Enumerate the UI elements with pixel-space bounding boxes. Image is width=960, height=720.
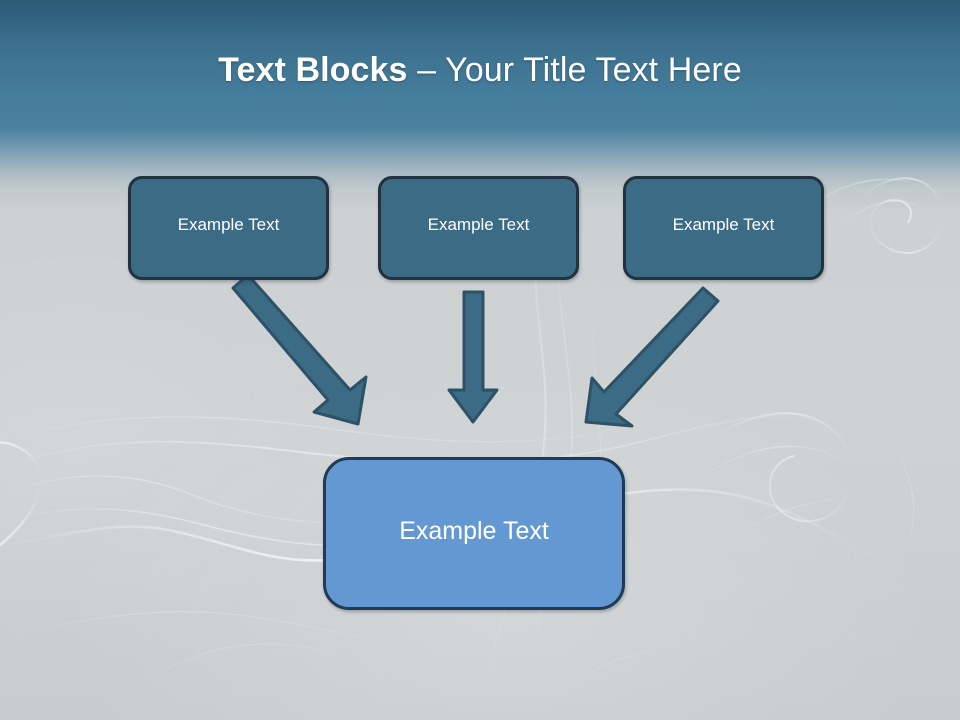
text-block-top-1[interactable]: Example Text — [128, 176, 329, 280]
text-block-bottom-label: Example Text — [399, 517, 549, 545]
text-block-top-3[interactable]: Example Text — [623, 176, 824, 280]
text-block-top-2[interactable]: Example Text — [378, 176, 579, 280]
text-block-bottom[interactable]: Example Text — [323, 457, 625, 610]
text-block-top-2-label: Example Text — [427, 215, 530, 234]
slide-title: Text Blocks – Your Title Text Here — [0, 49, 960, 91]
slide-title-rest: – Your Title Text Here — [407, 51, 742, 89]
slide-title-bold: Text Blocks — [218, 51, 408, 89]
text-block-top-1-label: Example Text — [177, 215, 280, 234]
text-block-top-3-label: Example Text — [672, 215, 775, 234]
